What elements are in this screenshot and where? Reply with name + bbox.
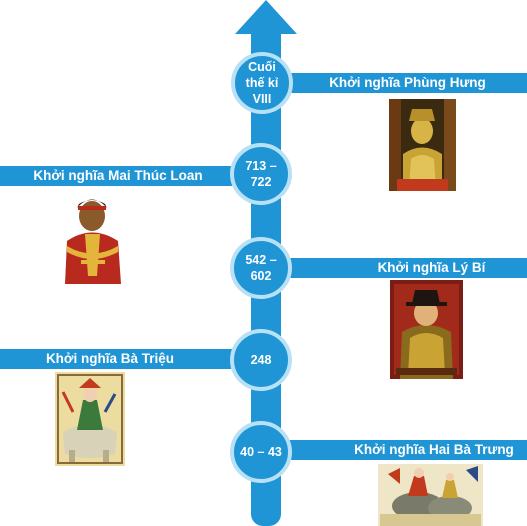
- hai-ba-trung-folk-painting: [378, 464, 483, 526]
- event-bar-mai-thuc-loan: Khởi nghĩa Mai Thúc Loan: [0, 166, 262, 186]
- event-bar-hai-ba-trung: Khởi nghĩa Hai Bà Trưng: [266, 440, 527, 460]
- date-node-mai-thuc-loan: 713 – 722: [230, 143, 292, 205]
- event-label-phung-hung: Khởi nghĩa Phùng Hưng: [329, 75, 486, 90]
- date-label-phung-hung: Cuối thế kỉ VIII: [245, 60, 279, 106]
- event-label-ba-trieu: Khởi nghĩa Bà Triệu: [45, 351, 175, 366]
- date-node-hai-ba-trung: 40 – 43: [230, 421, 292, 483]
- date-node-phung-hung: Cuối thế kỉ VIII: [231, 52, 293, 114]
- event-label-mai-thuc-loan: Khởi nghĩa Mai Thúc Loan: [33, 168, 203, 183]
- timeline-arrow-head: [235, 0, 297, 34]
- date-label-ly-bi: 542 – 602: [245, 253, 277, 283]
- event-bar-phung-hung: Khởi nghĩa Phùng Hưng: [266, 73, 527, 93]
- date-label-mai-thuc-loan: 713 – 722: [245, 159, 277, 189]
- event-label-ly-bi: Khởi nghĩa Lý Bí: [377, 260, 486, 275]
- ly-bi-painting: [390, 280, 463, 379]
- date-node-ba-trieu: 248: [230, 329, 292, 391]
- ba-trieu-folk-painting: [55, 372, 125, 466]
- event-label-hai-ba-trung: Khởi nghĩa Hai Bà Trưng: [354, 442, 514, 457]
- date-label-ba-trieu: 248: [250, 353, 272, 367]
- date-node-ly-bi: 542 – 602: [230, 237, 292, 299]
- event-bar-ba-trieu: Khởi nghĩa Bà Triệu: [0, 349, 262, 369]
- date-label-hai-ba-trung: 40 – 43: [240, 445, 282, 459]
- event-bar-ly-bi: Khởi nghĩa Lý Bí: [266, 258, 527, 278]
- phung-hung-statue-photo: [389, 99, 456, 191]
- mai-thuc-loan-illustration: [55, 186, 130, 284]
